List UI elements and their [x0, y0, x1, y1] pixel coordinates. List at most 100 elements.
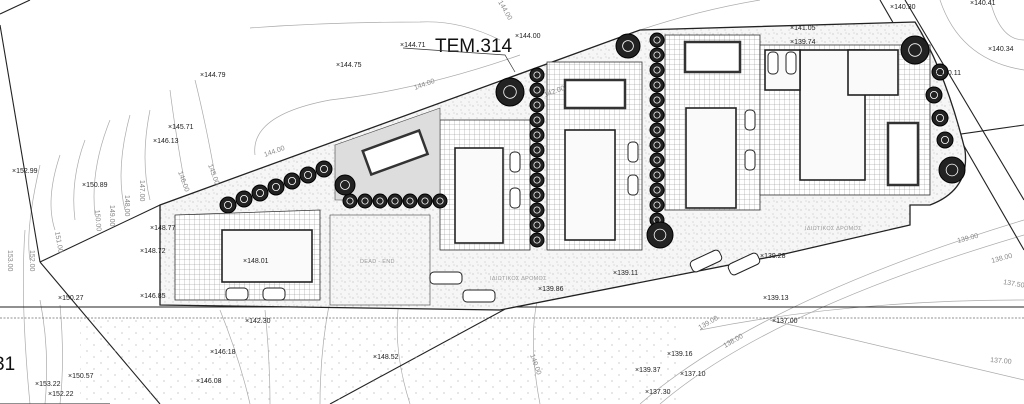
spot-level: ×140.30 [890, 4, 916, 11]
tree-icon [529, 202, 545, 218]
spot-level: ×139.16 [667, 351, 693, 358]
tree-icon [649, 32, 665, 48]
spot-level: ×146.18 [210, 349, 236, 356]
tree-icon [649, 92, 665, 108]
dead-end-label: DEAD - END [360, 259, 395, 265]
trees [219, 32, 966, 249]
spot-level: ×146.08 [196, 378, 222, 385]
car-icon [744, 149, 756, 171]
spot-level: ×152.99 [12, 168, 38, 175]
tree-icon [529, 97, 545, 113]
spot-level: ×139.86 [538, 286, 564, 293]
tree-icon [387, 193, 403, 209]
tree-icon [267, 178, 285, 196]
tree-icon [529, 232, 545, 248]
spot-level: ×140.34 [988, 46, 1014, 53]
house [847, 49, 899, 96]
private-road-label: ΙΔΙΩΤΙΚΟΣ ΔΡΟΜΟΣ [490, 276, 547, 282]
tree-icon [402, 193, 418, 209]
car-icon [727, 252, 761, 276]
tree-icon [529, 67, 545, 83]
house [685, 107, 737, 209]
pool [683, 40, 742, 74]
house [454, 147, 504, 244]
pool [563, 78, 627, 110]
lower-dotted-area [80, 318, 680, 404]
spot-level: ×137.30 [645, 389, 671, 396]
car-icon [509, 187, 521, 209]
car-icon [627, 174, 639, 196]
spot-level: ×153.22 [35, 381, 61, 388]
tree-icon [925, 86, 943, 104]
contour-label: 137.50 [1003, 279, 1024, 290]
spot-level: ×137.10 [680, 371, 706, 378]
tree-icon [529, 127, 545, 143]
spot-level: ×148.77 [150, 225, 176, 232]
tree-icon [936, 131, 954, 149]
spot-level: ×141.05 [790, 25, 816, 32]
car-icon [689, 249, 723, 273]
contour-label: 152.00 [28, 250, 35, 272]
contour-label: 138.00 [723, 333, 745, 350]
tree-icon [900, 35, 930, 65]
spot-level: ×144.71 [400, 42, 426, 49]
contour-label: 148.00 [123, 195, 130, 217]
tree-icon [299, 166, 317, 184]
tree-icon [649, 47, 665, 63]
contour-label: 144.00 [413, 78, 436, 92]
pools [361, 40, 920, 187]
car-icon [509, 151, 521, 173]
tree-icon [372, 193, 388, 209]
spot-level: ×139.74 [790, 39, 816, 46]
tree-icon [529, 172, 545, 188]
spot-level: ×148.01 [243, 258, 269, 265]
tree-icon [251, 184, 269, 202]
tree-icon [235, 190, 253, 208]
spot-level: ×144.00 [515, 33, 541, 40]
car-icon [785, 51, 797, 75]
tree-icon [529, 187, 545, 203]
tree-icon [315, 160, 333, 178]
contour-label: 146.00 [176, 170, 190, 193]
spot-level: ×139.11 [613, 270, 638, 277]
contour-label: 150.00 [93, 210, 102, 232]
tree-icon [219, 196, 237, 214]
tree-icon [649, 152, 665, 168]
car-icon [262, 287, 286, 301]
tree-icon [615, 33, 641, 59]
car-icon [429, 271, 463, 285]
contour-label: 139.00 [698, 315, 720, 332]
tree-icon [417, 193, 433, 209]
tree-icon [649, 182, 665, 198]
spot-level: ×144.75 [336, 62, 362, 69]
tree-icon [649, 107, 665, 123]
contour-label: 139.00 [957, 233, 980, 245]
tree-icon [529, 142, 545, 158]
contour-label: 149.00 [108, 205, 115, 227]
spot-level: ×145.71 [168, 124, 194, 131]
contour-label: 145.00 [206, 163, 220, 186]
car-icon [462, 289, 496, 303]
contour-label: 138.00 [991, 253, 1014, 265]
contour-label: 137.00 [990, 357, 1012, 366]
cars [225, 51, 797, 303]
tree-icon [931, 109, 949, 127]
private-road-label: ΙΔΙΩΤΙΚΟΣ ΔΡΟΜΟΣ [805, 226, 862, 232]
tree-icon [931, 63, 949, 81]
tree-icon [529, 157, 545, 173]
spot-level: ×146.85 [140, 293, 166, 300]
tree-icon [283, 172, 301, 190]
houses [221, 49, 899, 283]
spot-level: ×139.28 [760, 253, 786, 260]
spot-level: ×148.52 [373, 354, 399, 361]
spot-level: ×148.72 [140, 248, 166, 255]
tree-icon [529, 217, 545, 233]
spot-levels: ×144.71×144.75×144.79×145.71×146.13×152.… [12, 0, 1014, 398]
house [221, 229, 313, 283]
spot-level: ×137.00 [772, 318, 798, 325]
pool [886, 121, 920, 187]
spot-level: ×146.13 [153, 138, 179, 145]
parcel-label-partial: 31 [0, 354, 15, 375]
contour-label: 147.00 [138, 180, 145, 202]
tree-icon [495, 77, 525, 107]
